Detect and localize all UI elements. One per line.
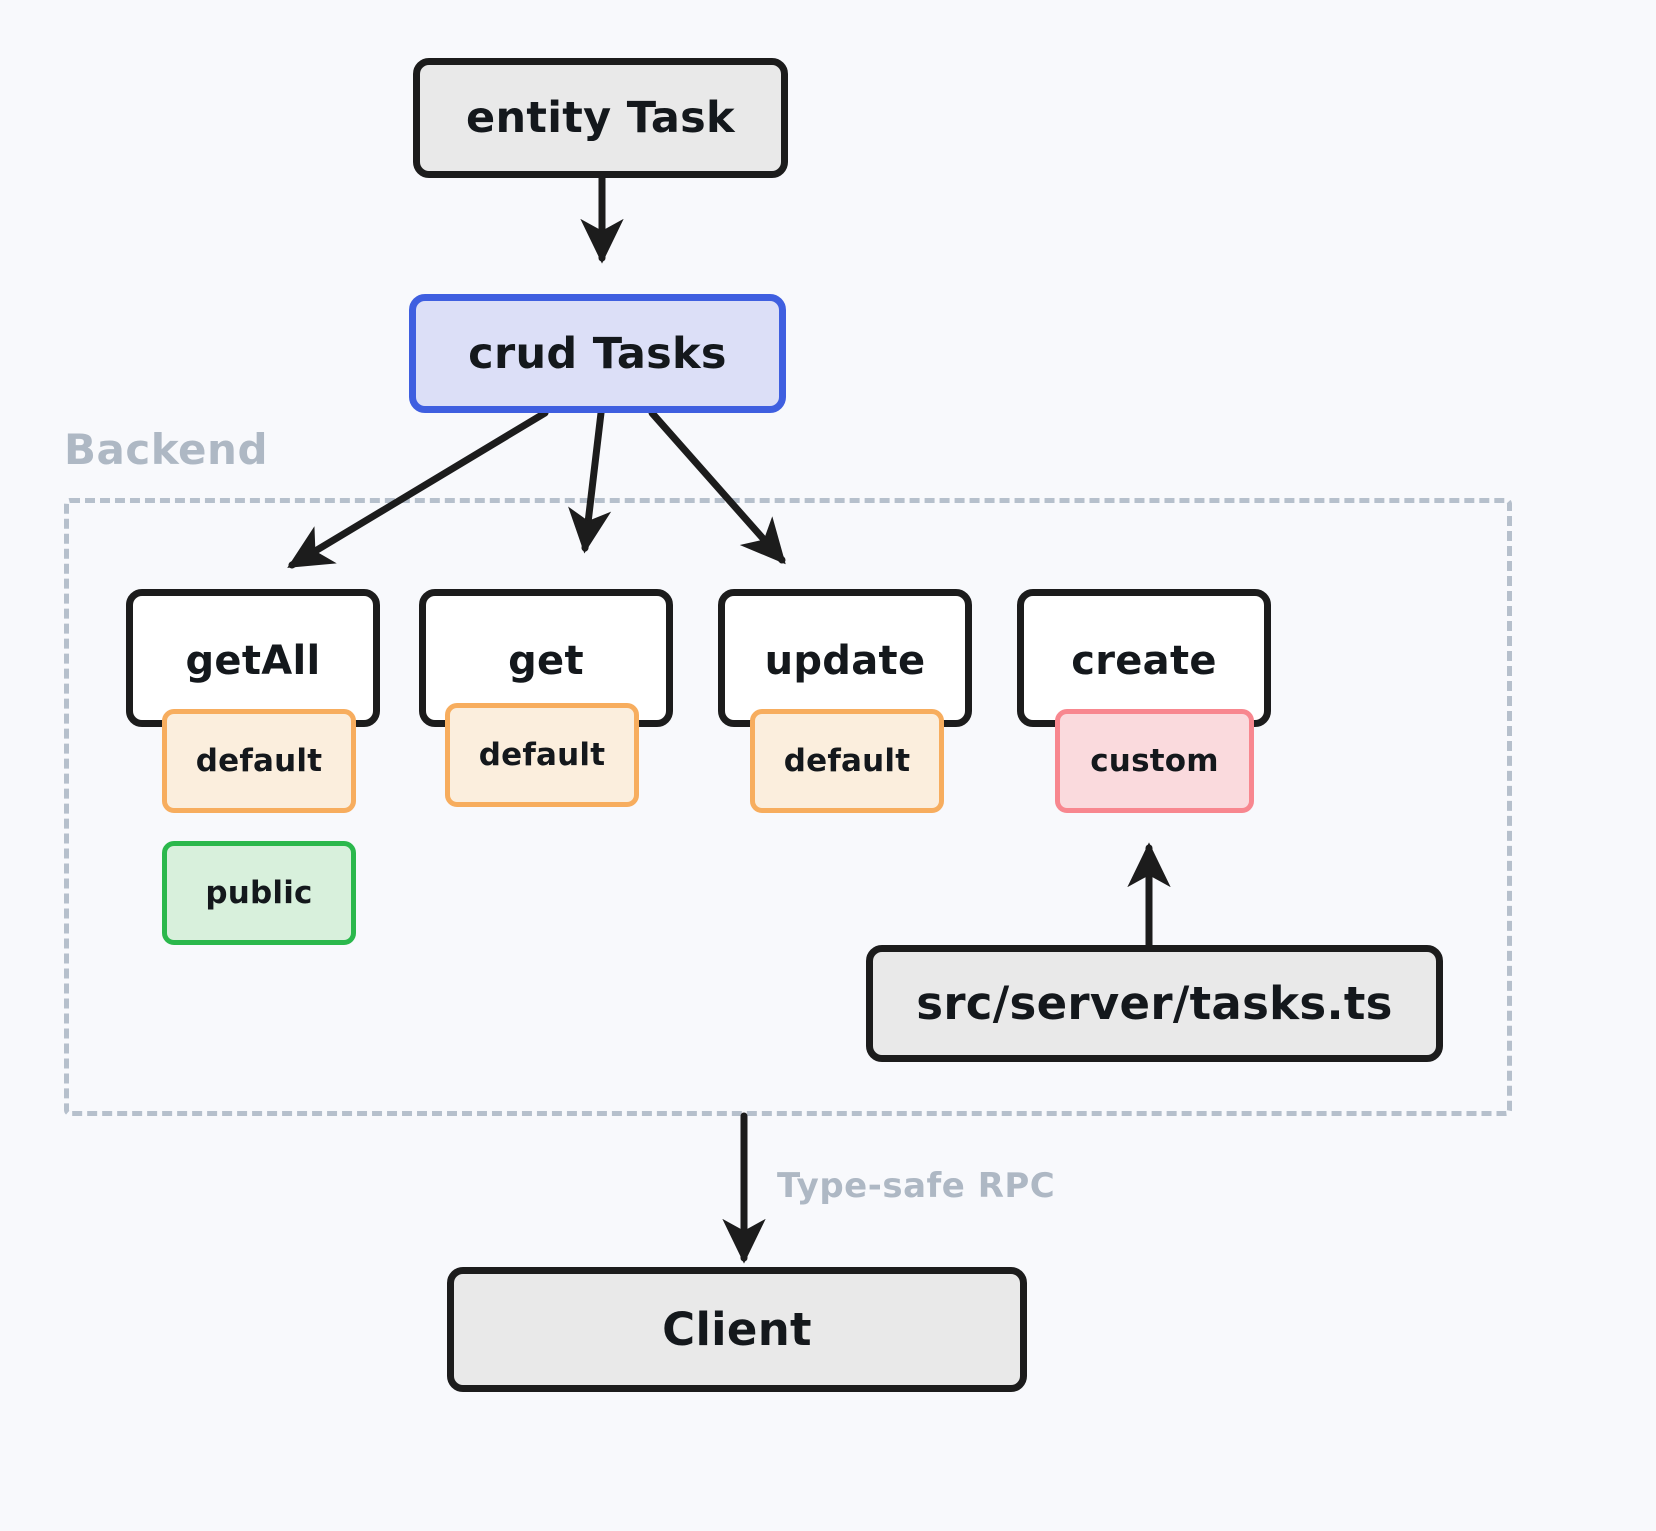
badge-getall-public[interactable]: public (162, 841, 356, 945)
group-label-backend: Backend (64, 425, 269, 474)
node-operation-create[interactable]: create (1017, 589, 1271, 727)
badge-get-default[interactable]: default (445, 703, 639, 807)
edge-label-type-safe-rpc: Type-safe RPC (777, 1166, 1056, 1206)
backend-group-box (64, 498, 1512, 1116)
badge-create-custom[interactable]: custom (1055, 709, 1254, 813)
badge-getall-default[interactable]: default (162, 709, 356, 813)
node-client[interactable]: Client (447, 1267, 1027, 1392)
node-entity-task[interactable]: entity Task (413, 58, 788, 178)
badge-update-default[interactable]: default (750, 709, 944, 813)
node-operation-update[interactable]: update (718, 589, 972, 727)
node-operation-getall[interactable]: getAll (126, 589, 380, 727)
node-crud-tasks[interactable]: crud Tasks (409, 294, 786, 413)
node-source-file[interactable]: src/server/tasks.ts (866, 945, 1443, 1062)
